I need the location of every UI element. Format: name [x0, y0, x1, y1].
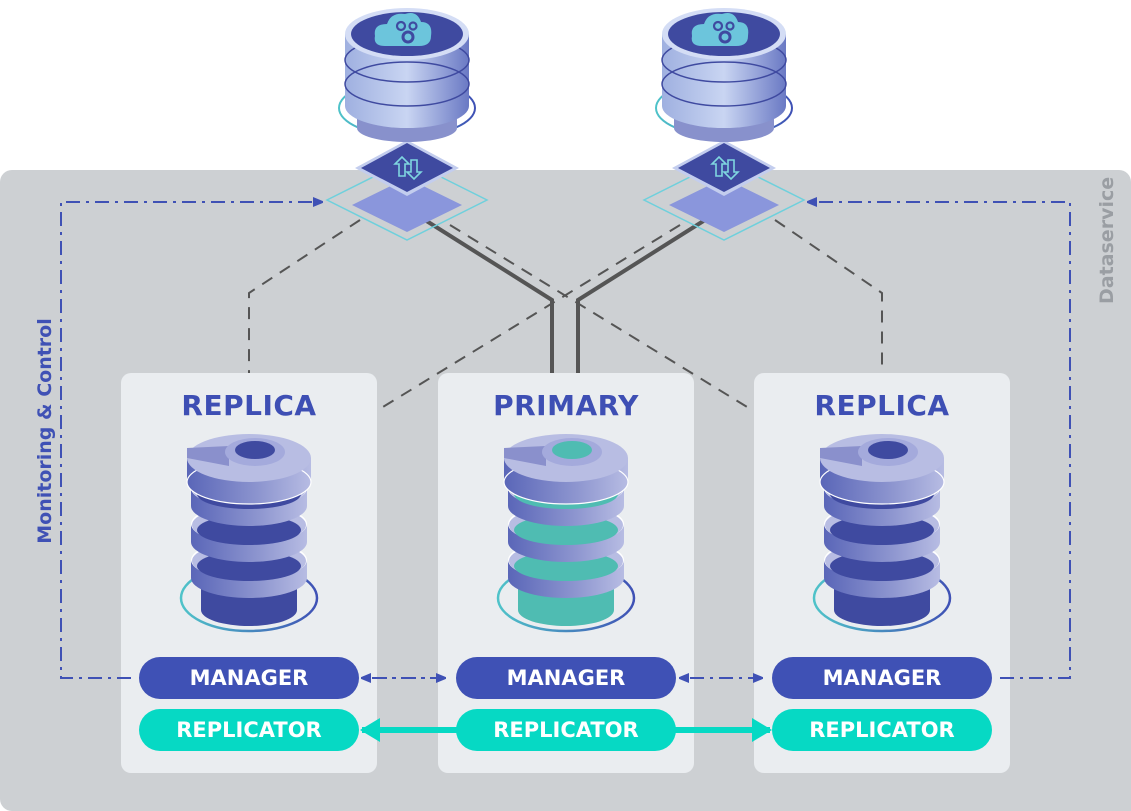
cloud-gears-icon	[691, 13, 749, 46]
manager-button[interactable]: MANAGER	[139, 657, 359, 699]
monitor-link-left	[60, 202, 322, 679]
replica-database-icon	[179, 434, 319, 633]
replica-database-icon	[812, 434, 952, 633]
top-service-right	[642, 8, 806, 241]
primary-links	[423, 218, 707, 373]
monitor-link-right	[808, 202, 1071, 679]
manager-button[interactable]: MANAGER	[456, 657, 676, 699]
primary-node[interactable]: PRIMARY MANAGER REPLICATOR	[438, 373, 694, 773]
manager-button[interactable]: MANAGER	[772, 657, 992, 699]
replicator-button[interactable]: REPLICATOR	[456, 709, 676, 751]
solid-link-left	[423, 218, 554, 373]
top-service-left	[325, 8, 489, 241]
dashed-link	[449, 224, 753, 411]
connector-tile	[325, 140, 489, 241]
node-title: REPLICA	[814, 389, 950, 422]
dashed-link	[377, 224, 681, 411]
sync-arrows-icon	[393, 155, 423, 181]
replicator-button[interactable]: REPLICATOR	[139, 709, 359, 751]
dashed-links	[248, 219, 883, 411]
solid-link-right	[576, 218, 707, 373]
sync-arrows-icon	[710, 155, 740, 181]
connector-tile	[642, 140, 806, 241]
dashed-link	[774, 219, 883, 373]
cloud-gears-icon	[374, 13, 432, 46]
replicator-button[interactable]: REPLICATOR	[772, 709, 992, 751]
primary-database-icon	[496, 434, 636, 633]
node-title: REPLICA	[181, 389, 317, 422]
monitoring-loop	[60, 202, 1071, 679]
node-title: PRIMARY	[493, 389, 639, 422]
dashed-link	[248, 219, 361, 373]
